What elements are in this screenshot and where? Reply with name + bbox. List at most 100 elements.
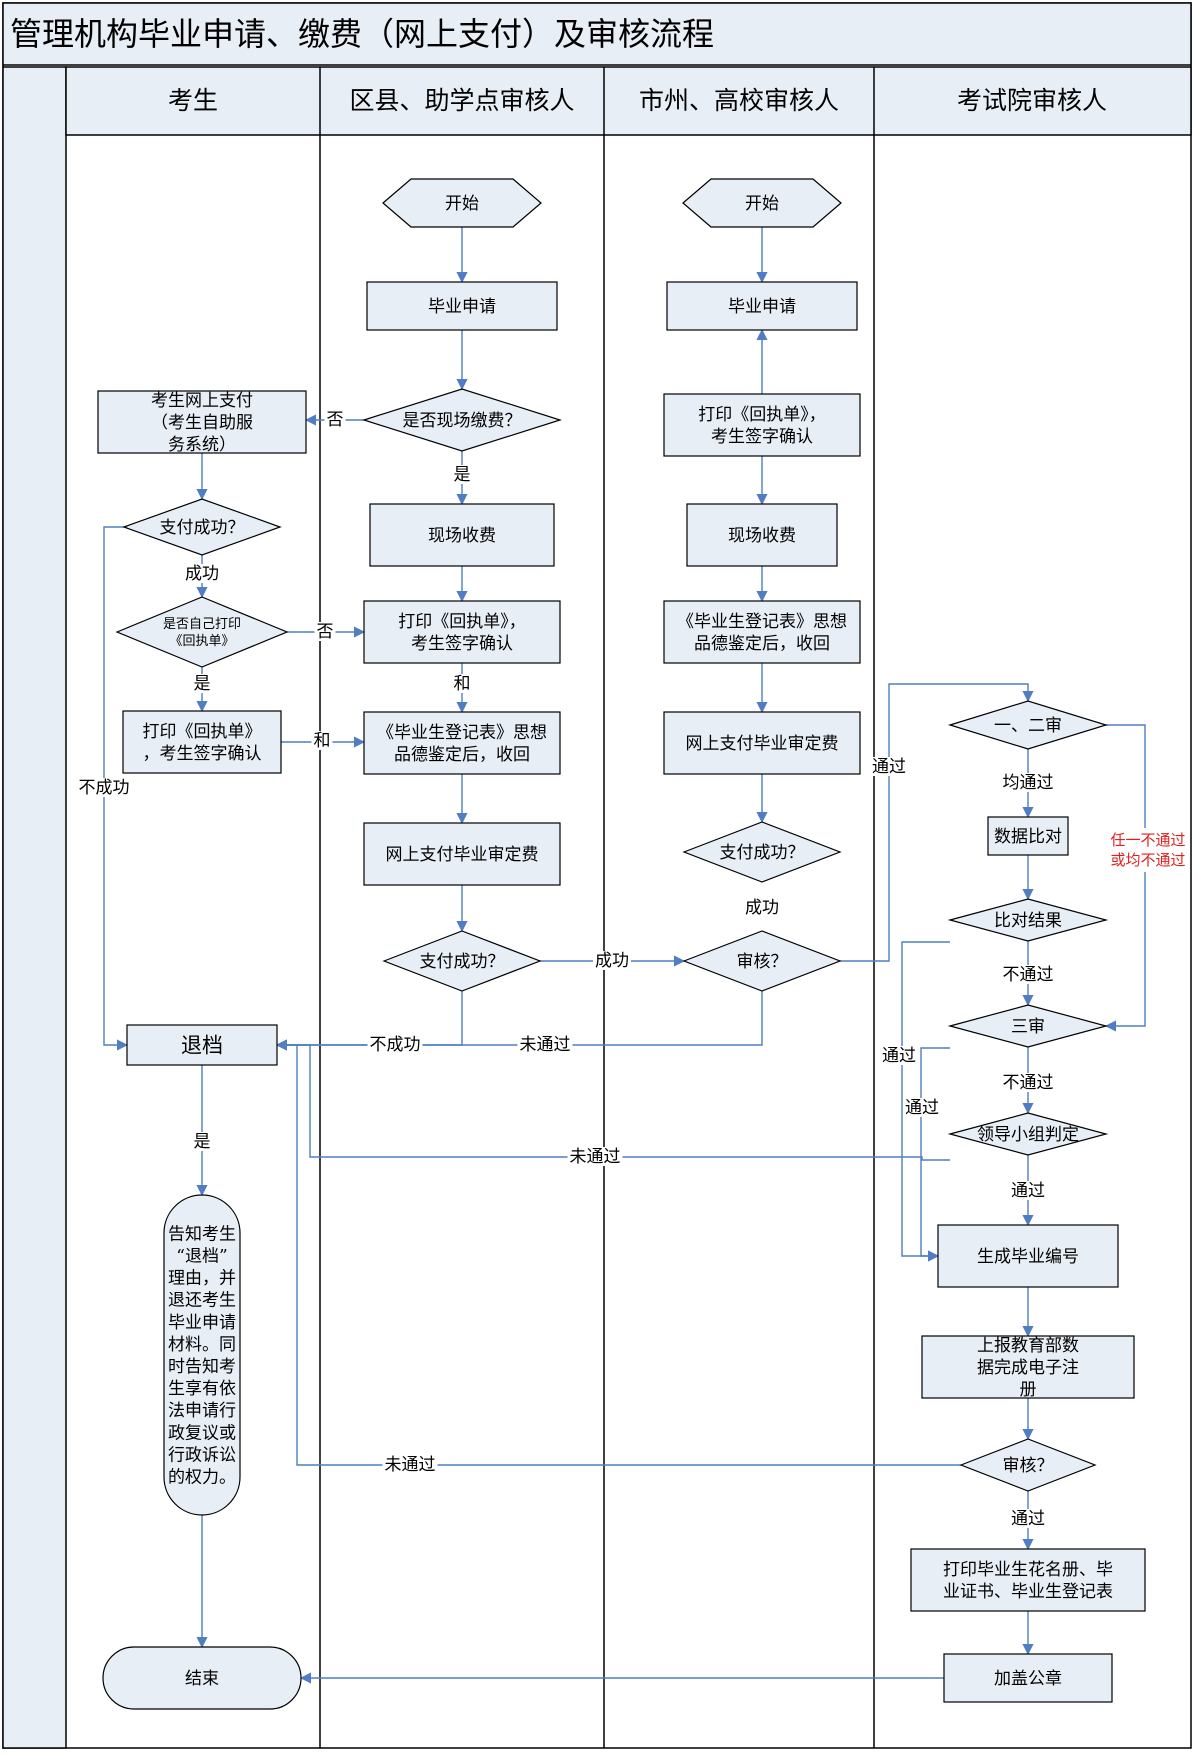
node-label: 三审 — [1011, 1017, 1045, 1037]
node-label: 打印《回执单》，考生签字确认 — [698, 405, 826, 447]
node-print-c: 打印毕业生花名册、毕业证书、毕业生登记表 — [910, 1548, 1146, 1612]
edge-label-bg — [1009, 1181, 1047, 1200]
node-label: 上报教育部数据完成电子注册 — [977, 1336, 1079, 1400]
edge-label-bg — [1000, 965, 1056, 984]
node-pay-ok-a: 支付成功？ — [382, 930, 542, 992]
lane-header-district: 区县、助学点审核人 — [349, 86, 574, 115]
node-label: 打印毕业生花名册、毕业证书、毕业生登记表 — [943, 1560, 1113, 1602]
node-start-a: 开始 — [382, 178, 542, 228]
node-report: 上报教育部数据完成电子注册 — [921, 1335, 1135, 1400]
edge-label-bg — [191, 674, 213, 693]
node-label: 支付成功？ — [720, 843, 805, 863]
node-stu-print: 打印《回执单》，考生签字确认 — [122, 710, 282, 774]
edge-label: 和 — [454, 674, 471, 694]
node-compare-res: 比对结果 — [947, 898, 1109, 942]
node-label: 考生网上支付（考生自助服务系统） — [151, 391, 253, 455]
node-label: 毕业申请 — [728, 297, 796, 317]
title-bar — [2, 2, 1192, 66]
edge-label: 否 — [327, 410, 344, 430]
connector-arrow — [920, 1047, 950, 1262]
edge-label: 否 — [317, 622, 334, 642]
edge-label: 通过 — [905, 1098, 939, 1118]
node-stu-pay-ok: 支付成功？ — [122, 498, 282, 556]
edge-label: 不成功 — [370, 1035, 421, 1055]
edge-label: 不通过 — [1003, 1073, 1054, 1093]
edge-label: 是 — [194, 674, 211, 694]
node-label: 打印《回执单》，考生签字确认 — [143, 722, 262, 764]
node-label: 数据比对 — [994, 827, 1062, 847]
edge-label-bg — [1009, 1509, 1047, 1528]
node-fee-a: 现场收费 — [369, 503, 555, 567]
node-seal: 加盖公章 — [943, 1653, 1113, 1703]
node-label: 《毕业生登记表》思想品德鉴定后，收回 — [677, 612, 847, 654]
edge-label: 未通过 — [385, 1455, 436, 1475]
node-reg-b: 《毕业生登记表》思想品德鉴定后，收回 — [663, 600, 861, 664]
edge-label-bg — [382, 1455, 438, 1474]
edge-label-bg — [903, 1098, 941, 1117]
node-review-c: 审核？ — [959, 1438, 1097, 1492]
node-review3: 三审 — [947, 1004, 1109, 1048]
edge-label-bg — [76, 778, 132, 797]
node-pay-ok-b: 支付成功？ — [682, 821, 842, 883]
lane-header-student: 考生 — [168, 86, 218, 115]
edge-label-bg — [311, 731, 333, 750]
edge-label: 未通过 — [570, 1147, 621, 1167]
edge-label: 和 — [314, 731, 331, 751]
node-leader: 领导小组判定 — [947, 1112, 1109, 1156]
node-online-fee-a: 网上支付毕业审定费 — [363, 822, 561, 886]
node-label: 开始 — [745, 194, 779, 214]
lane-header-city: 市州、高校审核人 — [639, 86, 839, 115]
connector-arrow — [275, 991, 763, 1051]
node-fee-b: 现场收费 — [686, 503, 838, 567]
node-label: 一、二审 — [994, 716, 1062, 736]
node-label: 退档 — [181, 1033, 223, 1057]
edge-label: 成功 — [745, 898, 779, 918]
edge-label-bg — [593, 951, 631, 970]
node-student-pay: 考生网上支付（考生自助服务系统） — [97, 390, 307, 455]
edge-label: 通过 — [1011, 1181, 1045, 1201]
edge-label-bg — [314, 622, 336, 641]
edge-label: 通过 — [1011, 1509, 1045, 1529]
edge-label-alert: 任一不通过或均不通过 — [1110, 831, 1185, 869]
node-label: 领导小组判定 — [977, 1125, 1079, 1145]
node-label: 支付成功？ — [420, 952, 505, 972]
edge-label: 未通过 — [520, 1035, 571, 1055]
edge-label: 成功 — [185, 564, 219, 584]
node-label: 《毕业生登记表》思想品德鉴定后，收回 — [377, 723, 547, 765]
node-online-fee-b: 网上支付毕业审定费 — [663, 711, 861, 775]
node-label: 审核？ — [1003, 1456, 1054, 1476]
node-compare: 数据比对 — [987, 816, 1069, 856]
node-self-print-q: 是否自己打印《回执单》 — [115, 596, 289, 668]
edge-label: 通过 — [882, 1046, 916, 1066]
node-label: 网上支付毕业审定费 — [686, 734, 839, 754]
left-band — [2, 66, 67, 1749]
node-review12: 一、二审 — [947, 700, 1109, 750]
edge-label-bg — [743, 898, 781, 917]
node-print-a: 打印《回执单》，考生签字确认 — [363, 600, 561, 664]
node-label: 加盖公章 — [994, 1669, 1062, 1689]
node-label: 现场收费 — [728, 526, 796, 546]
lane-header-row — [65, 66, 1192, 136]
node-reject: 退档 — [126, 1024, 278, 1066]
edge-label-bg — [870, 757, 908, 776]
lane-header-exam-board: 考试院审核人 — [957, 86, 1107, 115]
edge-label: 均通过 — [1003, 773, 1054, 793]
edge-label-bg — [324, 410, 346, 429]
edge-label-bg — [880, 1046, 918, 1065]
node-label: 告知考生“退档”理由，并退还考生毕业申请材料。同时告知考生享有依法申请行政复议或… — [168, 1224, 236, 1487]
edge-label-bg — [1000, 773, 1056, 792]
node-print-b: 打印《回执单》，考生签字确认 — [663, 393, 861, 457]
node-start-b: 开始 — [682, 178, 842, 228]
node-label: 现场收费 — [428, 526, 496, 546]
node-label: 毕业申请 — [428, 297, 496, 317]
edge-label-bg — [367, 1035, 423, 1054]
edge-label: 是 — [194, 1132, 211, 1152]
edge-label-bg — [451, 674, 473, 693]
connector-arrow — [901, 941, 950, 1262]
node-gen-no: 生成毕业编号 — [937, 1224, 1119, 1288]
edge-label: 不成功 — [79, 778, 130, 798]
node-label: 审核？ — [737, 952, 788, 972]
node-apply-a: 毕业申请 — [366, 281, 558, 331]
node-label: 是否自己打印《回执单》 — [163, 617, 241, 649]
